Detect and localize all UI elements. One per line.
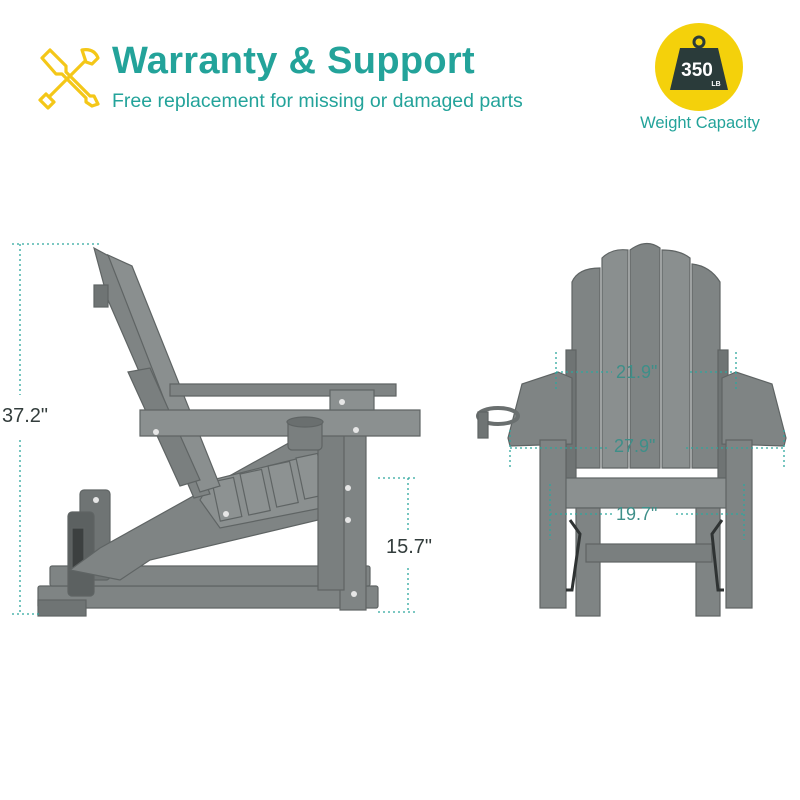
side-dimension-lines: [12, 243, 418, 615]
weight-capacity-badge: 350 LB: [655, 23, 743, 111]
badge-value: 350: [681, 60, 713, 81]
height-dimension-label: 37.2": [2, 405, 49, 427]
side-view-chair: [37, 246, 421, 617]
weight-icon: [670, 35, 728, 90]
page-subtitle: Free replacement for missing or damaged …: [112, 90, 523, 112]
page-title: Warranty & Support: [112, 40, 475, 82]
overall-width-dimension-label: 27.9": [614, 436, 656, 456]
back-width-dimension-label: 21.9": [616, 362, 658, 382]
seat-height-dimension-label: 15.7": [386, 536, 433, 558]
front-view-chair: [476, 242, 787, 617]
badge-unit: LB: [711, 81, 720, 88]
seat-width-dimension-label: 19.7": [616, 504, 658, 524]
badge-caption: Weight Capacity: [640, 114, 760, 132]
wrench-screwdriver-icon: [38, 48, 100, 110]
front-dimension-lines: [509, 352, 785, 540]
